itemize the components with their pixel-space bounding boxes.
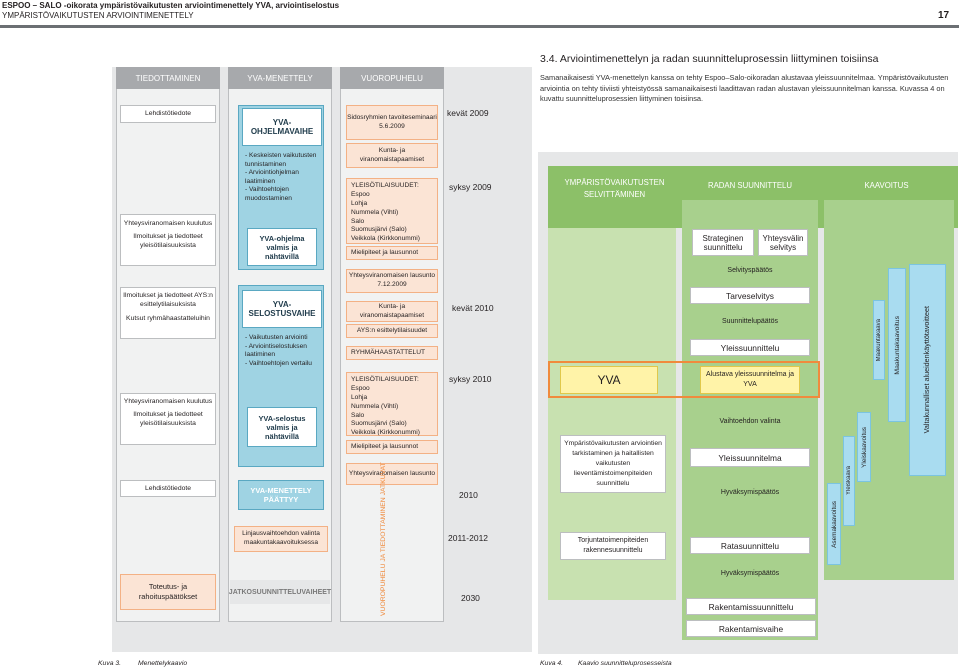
yva-jatkosuunnittelu: JATKOSUUNNITTELUVAIHEET — [229, 580, 331, 604]
document-subtitle: YMPÄRISTÖVAIKUTUSTEN ARVIOINTIMENETTELY — [2, 11, 194, 20]
fig4-header-kaavoitus: KAAVOITUS — [864, 180, 909, 190]
yva-menettely-paattyy: YVA-MENETTELY PÄÄTTYY — [238, 480, 324, 510]
fig4-valtakunnalliset-bar: Valtakunnalliset alueidenkäyttötavoittee… — [909, 264, 946, 476]
fig4-suunnittelupaatos: Suunnittelupäätös — [721, 318, 779, 325]
yva-header: YVA-MENETTELY — [228, 67, 332, 89]
vuoro-yleisotilaisuudet-2: YLEISÖTILAISUUDET: Espoo Lohja Nummela (… — [346, 372, 438, 436]
fig4-yhteysvalin: Yhteysvälin selvitys — [758, 229, 808, 256]
fig4-maakuntakaavoitus-bar: Maakuntakaavoitus — [888, 268, 906, 422]
header-divider — [0, 25, 959, 28]
tied-b3b: Kutsut ryhmähaastatteluihin — [126, 315, 210, 323]
yva-selostus-valmis: YVA-selostus valmis ja nähtävillä — [247, 407, 317, 447]
tiedottaminen-header: TIEDOTTAMINEN — [116, 67, 220, 89]
fig4-valtakunnalliset: Valtakunnalliset alueidenkäyttötavoittee… — [922, 306, 932, 434]
vuoro-jatkuvat: VUOROPUHELU JA TIEDOTTAMINEN JATKUVAT — [380, 462, 387, 616]
fig3-caption-text: Menettelykaavio — [138, 660, 188, 667]
section-heading: 3.4. Arviointimenettelyn ja radan suunni… — [540, 53, 879, 65]
fig4-rakentamissuunnittelu: Rakentamissuunnittelu — [686, 598, 816, 615]
fig4-yleiskaava: Yleiskaava — [846, 466, 852, 496]
fig4-ymp-tarkastelu: Ympäristövaikutusten arviointien tarkist… — [560, 435, 666, 493]
yva-linjausvaihtoehto: Linjausvaihtoehdon valinta maakuntakaavo… — [234, 526, 328, 552]
fig4-maakuntakaava-bar: Maakuntakaava — [873, 300, 885, 380]
fig4-hyvaksymispaatos-2: Hyväksymispäätös — [720, 570, 780, 577]
tied-b2b: Ilmoitukset ja tiedotteet yleisötilaisuu… — [133, 233, 203, 250]
section-paragraph: Samanaikaisesti YVA-menettelyn kanssa on… — [540, 73, 949, 104]
vuoro-sidosryhmat: Sidosryhmien tavoiteseminaari 5.6.2009 — [346, 105, 438, 140]
fig4-yva-box: YVA — [560, 366, 658, 394]
vuoro-ays: AYS:n esittelytilaisuudet — [346, 324, 438, 338]
fig3-caption-num: Kuva 3. — [98, 660, 122, 667]
fig4-asemakaavoitus: Asemakaavoitus — [830, 500, 838, 548]
fig4-strateginen: Strateginen suunnittelu — [692, 229, 754, 256]
yva-ohjelmavaihe-items: - Keskeisten vaikutusten tunnistaminen -… — [245, 152, 317, 202]
tied-b3a: Ilmoitukset ja tiedotteet AYS:n esittely… — [123, 292, 213, 309]
vuoro-mielipiteet-1: Mielipiteet ja lausunnot — [346, 246, 438, 260]
yva-selostusvaihe-title: YVA-SELOSTUSVAIHE — [242, 290, 322, 328]
tied-lehdistotiedote-2: Lehdistötiedote — [120, 480, 216, 497]
vuoro-kunta-2: Kunta- ja viranomaistapaamiset — [346, 301, 438, 322]
timeline-syksy-2010: syksy 2010 — [449, 374, 492, 384]
page-number: 17 — [938, 10, 950, 21]
tied-b2a: Yhteysviranomaisen kuulutus — [123, 220, 213, 227]
timeline-kevat-2009: kevät 2009 — [447, 108, 489, 118]
fig4-maakuntakaavoitus: Maakuntakaavoitus — [893, 315, 901, 375]
fig4-yleiskaavoitus: Yleiskaavoitus — [860, 426, 868, 468]
yva-ohjelma-valmis: YVA-ohjelma valmis ja nähtävillä — [247, 228, 317, 266]
fig4-hyvaksymispaatos-1: Hyväksymispäätös — [720, 489, 780, 496]
vuoro-mielipiteet-2: Mielipiteet ja lausunnot — [346, 440, 438, 454]
tiedottaminen-column — [116, 67, 220, 622]
document-title: ESPOO – SALO -oikorata ympäristövaikutus… — [2, 1, 340, 10]
fig4-torjunta: Torjuntatoimenpiteiden rakennesuunnittel… — [560, 532, 666, 560]
fig4-alustava: Alustava yleissuunnitelma ja YVA — [700, 366, 800, 394]
fig4-caption-num: Kuva 4. — [540, 660, 564, 667]
vuoro-yleisotilaisuudet-1: YLEISÖTILAISUUDET: Espoo Lohja Nummela (… — [346, 178, 438, 244]
vuoro-kunta-1: Kunta- ja viranomaistapaamiset — [346, 143, 438, 168]
timeline-kevat-2010: kevät 2010 — [452, 303, 494, 313]
vuoropuhelu-header: VUOROPUHELU — [340, 67, 444, 89]
fig4-ratasuunnittelu: Ratasuunnittelu — [690, 537, 810, 554]
fig4-yleiskaavoitus-bar: Yleiskaavoitus — [857, 412, 871, 482]
fig4-yleissuunnitelma: Yleissuunnitelma — [690, 448, 810, 467]
fig4-asemakaavoitus-bar: Asemakaavoitus — [827, 483, 841, 565]
timeline-2010: 2010 — [459, 490, 478, 500]
fig4-yleiskaava-bar: Yleiskaava — [843, 436, 855, 526]
tied-toteutus: Toteutus- ja rahoituspäätökset — [120, 574, 216, 610]
vuoro-lausunto-1: Yhteysviranomaisen lausunto 7.12.2009 — [346, 269, 438, 293]
timeline-syksy-2009: syksy 2009 — [449, 182, 492, 192]
fig4-tarveselvitys: Tarveselvitys — [690, 287, 810, 304]
fig4-radan-band — [682, 200, 818, 640]
fig4-header-ymp: YMPÄRISTÖVAIKUTUSTEN SELVITTÄMINEN — [564, 178, 665, 199]
timeline-2011-2012: 2011-2012 — [448, 533, 489, 543]
tied-b4a: Yhteysviranomaisen kuulutus — [123, 398, 213, 405]
fig4-caption-text: Kaavio suunnitteluprosesseista — [578, 660, 672, 667]
tied-box-2: Yhteysviranomaisen kuulutus Ilmoitukset … — [120, 214, 216, 266]
fig4-vaihtoehdon-valinta: Vaihtoehdon valinta — [719, 418, 781, 425]
yva-selostusvaihe-items: - Vaikutusten arviointi - Arviointiselos… — [245, 334, 312, 367]
yva-ohjelmavaihe-title: YVA-OHJELMAVAIHE — [242, 108, 322, 146]
vuoro-ryhmahaastattelut: RYHMÄHAASTATTELUT — [346, 346, 438, 360]
fig4-header-radan: RADAN SUUNNITTELU — [707, 180, 793, 190]
fig4-maakuntakaava: Maakuntakaava — [876, 318, 882, 362]
tied-lehdistotiedote-1: Lehdistötiedote — [120, 105, 216, 123]
fig4-rakentamisvaihe: Rakentamisvaihe — [686, 620, 816, 637]
vuoro-lausunto-2: Yhteysviranomaisen lausunto — [346, 463, 438, 485]
timeline-2030: 2030 — [461, 593, 480, 603]
tied-b4b: Ilmoitukset ja tiedotteet yleisötilaisuu… — [133, 411, 203, 428]
fig4-selvityspaatos: Selvityspäätös — [727, 267, 773, 274]
tied-box-4: Yhteysviranomaisen kuulutus Ilmoitukset … — [120, 393, 216, 445]
fig4-yleissuunnittelu: Yleissuunnittelu — [690, 339, 810, 356]
tied-box-3: Ilmoitukset ja tiedotteet AYS:n esittely… — [120, 287, 216, 339]
fig4-highlight-frame — [548, 361, 820, 398]
